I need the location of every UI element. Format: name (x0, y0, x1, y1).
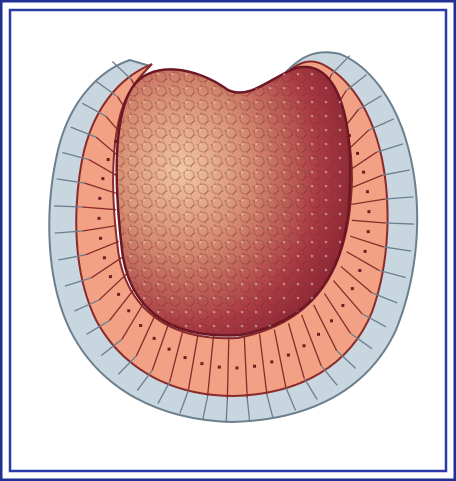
cell-nucleus (109, 275, 112, 278)
cell-nucleus (341, 304, 344, 307)
cell-nucleus (287, 354, 290, 357)
cell-nucleus (235, 366, 238, 369)
cell-nucleus (218, 366, 221, 369)
cell-nucleus (358, 269, 361, 272)
cell-nucleus (103, 256, 106, 259)
cell-nucleus (253, 365, 256, 368)
cell-nucleus (367, 210, 370, 213)
cell-nucleus (99, 237, 102, 240)
cell-nucleus (117, 293, 120, 296)
cell-nucleus (330, 319, 333, 322)
cell-nucleus (153, 337, 156, 340)
cell-nucleus (317, 333, 320, 336)
cell-nucleus (366, 190, 369, 193)
cell-nucleus (351, 287, 354, 290)
cell-nucleus (356, 152, 359, 155)
cell-nucleus (364, 250, 367, 253)
cell-nucleus (367, 230, 370, 233)
cell-nucleus (362, 171, 365, 174)
cell-nucleus (200, 362, 203, 365)
cell-nucleus (98, 217, 101, 220)
cell-nucleus (98, 197, 101, 200)
cell-nucleus (139, 324, 142, 327)
cell-nucleus (303, 344, 306, 347)
cell-nucleus (270, 360, 273, 363)
cell-nucleus (107, 158, 110, 161)
cell-nucleus (127, 309, 130, 312)
cell-nucleus (101, 177, 104, 180)
cell-nucleus (168, 348, 171, 351)
cell-nucleus (184, 356, 187, 359)
